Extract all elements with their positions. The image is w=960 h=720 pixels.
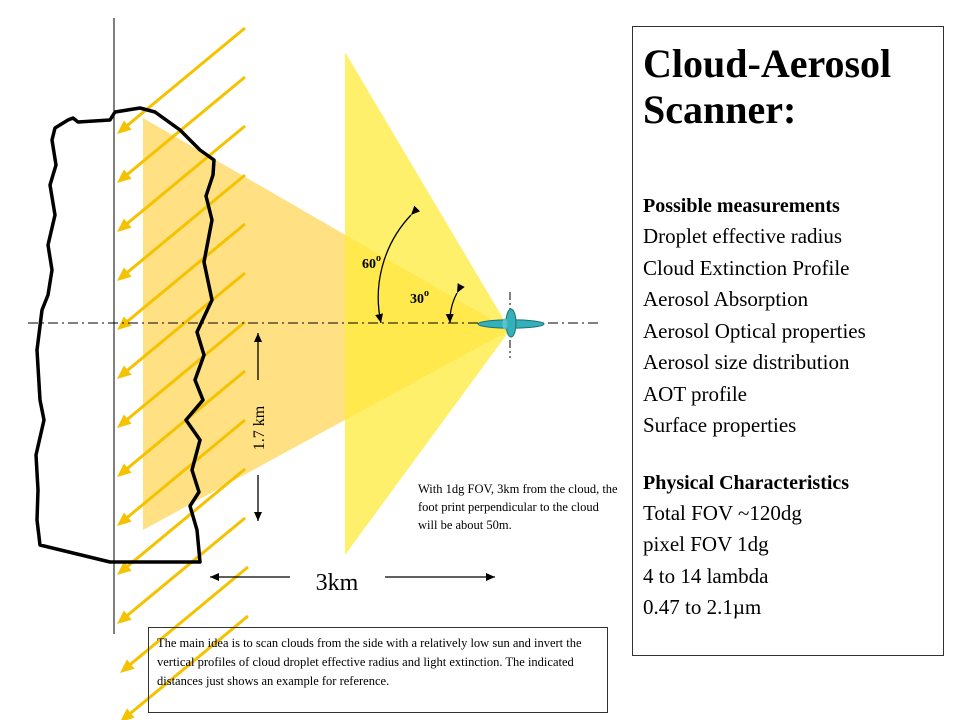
- sun-ray-arrowhead: [117, 218, 132, 232]
- measurement-item: Droplet effective radius: [643, 224, 843, 248]
- angle-60-arc: [375, 205, 421, 324]
- sun-ray-arrowhead: [117, 267, 132, 281]
- info-title: Cloud-Aerosol Scanner:: [643, 41, 943, 133]
- measurement-item: Surface properties: [643, 413, 797, 437]
- sun-ray: [126, 124, 246, 225]
- sun-ray: [126, 173, 246, 274]
- sun-ray: [126, 467, 246, 568]
- title-line-2: Scanner:: [643, 87, 797, 132]
- narrow-scan-cone: [345, 52, 510, 555]
- sun-ray-arrowhead: [117, 316, 132, 330]
- sun-ray-arrowhead: [117, 512, 132, 526]
- sun-ray-arrowhead: [117, 463, 132, 477]
- measurement-item: Aerosol Optical properties: [643, 318, 866, 343]
- physical-item: 4 to 14 lambda: [643, 563, 769, 588]
- measurement-item: Cloud Extinction Profile: [643, 255, 850, 280]
- main-idea-note: The main idea is to scan clouds from the…: [148, 627, 608, 713]
- sun-ray: [129, 614, 249, 715]
- angle-30-label: 30o: [410, 288, 429, 307]
- physical-item: Total FOV ~120dg: [643, 500, 802, 525]
- angle-30-arc: [445, 283, 465, 324]
- physical-heading: Physical Characteristics: [643, 471, 850, 494]
- sun-ray-arrowhead: [117, 365, 132, 379]
- height-label: 1.7 km: [251, 405, 268, 450]
- cloud-outline: [34, 106, 216, 564]
- info-panel: Cloud-Aerosol Scanner: Possible measurem…: [632, 26, 944, 656]
- sun-ray: [126, 222, 246, 323]
- physical-item: pixel FOV 1dg: [643, 532, 769, 556]
- sun-ray-arrowhead: [117, 414, 132, 428]
- distance-label: 3km: [316, 570, 359, 596]
- sun-ray-arrowhead: [117, 169, 132, 183]
- aircraft-icon: [477, 308, 545, 338]
- measurement-item: AOT profile: [643, 381, 748, 406]
- angle-60-label: 60o: [362, 253, 381, 272]
- measurements-heading: Possible measurements: [643, 195, 840, 217]
- sun-ray-arrowhead: [120, 659, 135, 673]
- sun-ray-arrowhead: [121, 708, 135, 720]
- sun-ray-arrowhead: [117, 120, 132, 134]
- sun-ray: [126, 75, 246, 176]
- title-line-1: Cloud-Aerosol: [643, 41, 892, 86]
- measurement-item: Aerosol Absorption: [643, 287, 809, 311]
- sun-ray-arrowhead: [117, 610, 132, 624]
- fov-footprint-note: With 1dg FOV, 3km from the cloud, the fo…: [418, 482, 618, 532]
- sun-ray: [126, 271, 246, 372]
- sun-ray: [126, 320, 246, 421]
- sun-ray: [126, 418, 246, 519]
- sun-ray: [129, 565, 249, 666]
- measurement-item: Aerosol size distribution: [643, 350, 850, 374]
- sun-ray-arrowhead: [117, 561, 132, 575]
- sun-ray: [126, 516, 246, 617]
- physical-item: 0.47 to 2.1µm: [643, 595, 762, 619]
